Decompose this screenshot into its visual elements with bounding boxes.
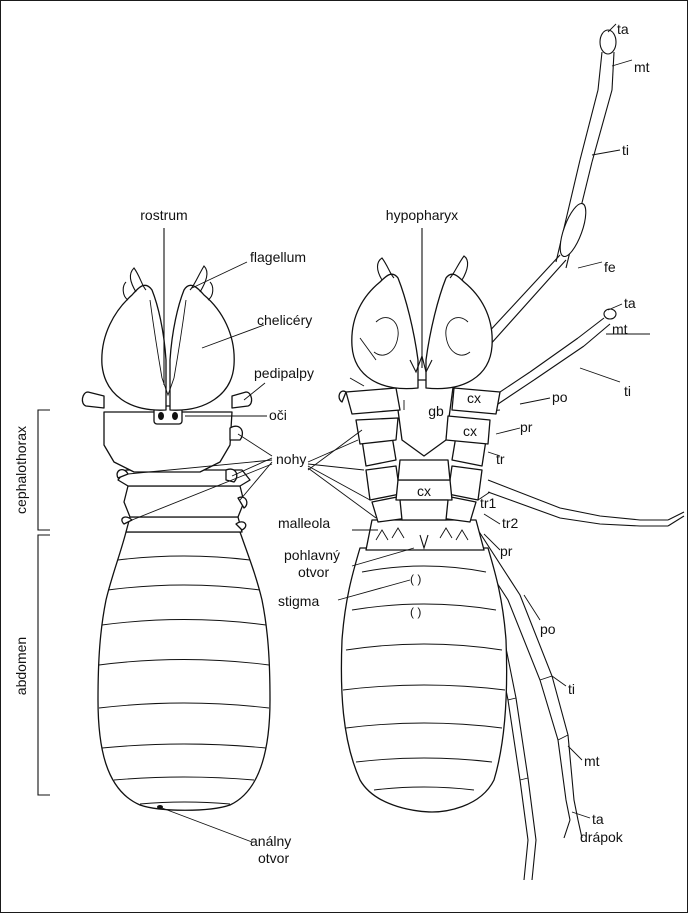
- dorsal-segment-3: [126, 517, 242, 532]
- svg-text:( ): ( ): [410, 605, 421, 619]
- dorsal-abdomen: [98, 532, 270, 810]
- label-analny-2: otvor: [258, 850, 289, 866]
- label-pr-lower: pr: [500, 543, 513, 559]
- label-tr2: tr2: [502, 515, 519, 531]
- label-ti-mid: ti: [624, 383, 631, 399]
- label-fe: fe: [604, 259, 616, 275]
- label-hypopharyx: hypopharyx: [386, 207, 458, 223]
- dorsal-segment-2: [124, 486, 244, 517]
- label-cx-mid: cx: [463, 423, 477, 439]
- label-malleola: malleola: [278, 515, 330, 531]
- dorsal-chelicera-left: [102, 285, 166, 410]
- region-brackets: [38, 410, 50, 795]
- dorsal-view: [82, 228, 270, 810]
- label-tr: tr: [496, 451, 505, 467]
- label-ta-low: ta: [592, 811, 604, 827]
- ventral-abdomen: [341, 548, 506, 812]
- ventral-view: ( ) ( ): [339, 30, 684, 880]
- label-po-mid: po: [552, 389, 568, 405]
- label-abdomen: abdomen: [13, 637, 29, 695]
- label-analny-1: análny: [250, 833, 291, 849]
- label-cephalothorax: cephalothorax: [13, 426, 29, 514]
- label-mt-mid: mt: [612, 321, 628, 337]
- label-ta-top: ta: [617, 21, 629, 37]
- label-chelicery: chelicéry: [257, 312, 312, 328]
- ventral-chelicera-left: [352, 274, 418, 388]
- label-cx-top: cx: [467, 390, 481, 406]
- svg-text:( ): ( ): [410, 572, 421, 586]
- label-ti-top: ti: [622, 142, 629, 158]
- label-flagellum: flagellum: [250, 249, 306, 265]
- label-stigma: stigma: [278, 593, 319, 609]
- dorsal-pedipalp-right: [232, 392, 252, 408]
- label-pohlavny-2: otvor: [298, 564, 329, 580]
- label-mt-low: mt: [584, 753, 600, 769]
- label-cx-low: cx: [417, 483, 431, 499]
- label-nohy: nohy: [276, 451, 306, 467]
- label-drapok: drápok: [580, 829, 624, 845]
- label-gb: gb: [428, 403, 444, 419]
- ventral-chelicera-right: [426, 274, 492, 388]
- label-ti-low: ti: [568, 681, 575, 697]
- label-pr-upper: pr: [520, 419, 533, 435]
- label-pedipalpy: pedipalpy: [254, 365, 314, 381]
- gnathobase: [394, 380, 454, 456]
- label-pohlavny-1: pohlavný: [284, 547, 340, 563]
- dorsal-pedipalp-left: [82, 392, 104, 408]
- label-rostrum: rostrum: [140, 207, 187, 223]
- label-oci: oči: [269, 407, 287, 423]
- label-ta-mid: ta: [624, 295, 636, 311]
- label-mt-top: mt: [634, 59, 650, 75]
- label-po-low: po: [540, 621, 556, 637]
- label-tr1: tr1: [480, 495, 497, 511]
